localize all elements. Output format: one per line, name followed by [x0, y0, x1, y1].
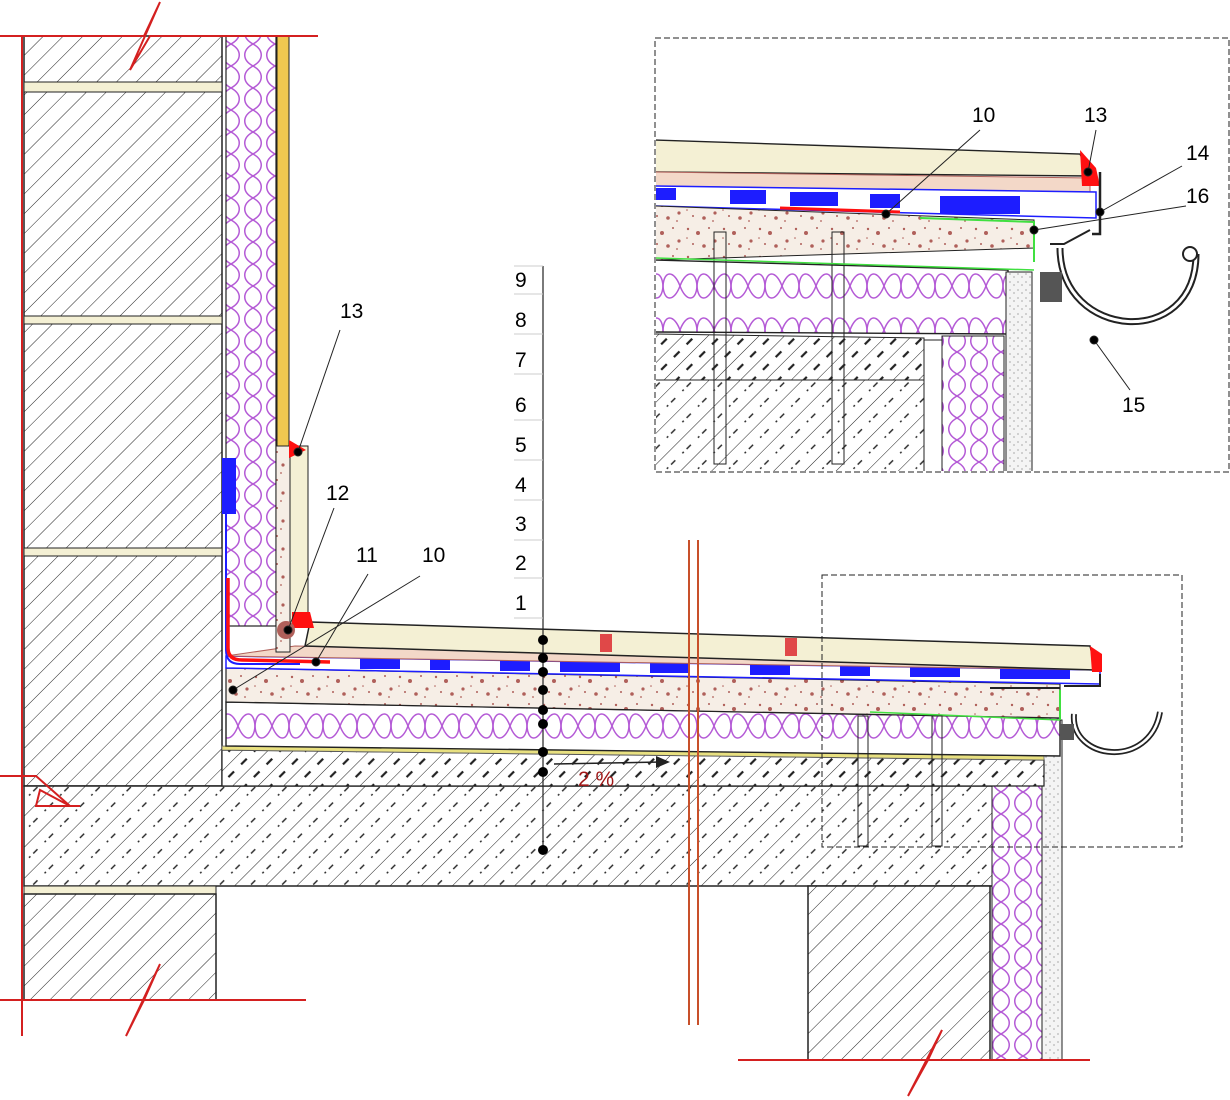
- eave-flashing: [869, 674, 1101, 721]
- layer-numbers: 9 8 7 6 5 4 3 2 1: [515, 269, 527, 615]
- inset-drip-edge: [1092, 172, 1102, 236]
- detail-callout-14: 14: [1186, 142, 1210, 165]
- layer-number-9: 9: [515, 269, 527, 292]
- layer-number-8: 8: [515, 309, 527, 332]
- main-gutter: [1060, 711, 1163, 755]
- eave-sealant: [1090, 646, 1102, 672]
- upstand-wall-layer: [289, 445, 309, 627]
- layer-number-7: 7: [515, 349, 527, 372]
- callout-13: 13: [340, 300, 363, 323]
- upstand-blue-line: [225, 458, 300, 665]
- lower-left-wall: [23, 893, 217, 1001]
- layer-number-5: 5: [515, 434, 527, 457]
- layer-dots: [538, 635, 548, 855]
- anchor-bolts: [857, 715, 943, 847]
- inset-anchor-2: [831, 231, 845, 465]
- upstand-corner-sealant: [292, 612, 314, 628]
- lower-right-wall: [807, 885, 991, 1061]
- layer-number-6: 6: [515, 394, 527, 417]
- inset-green-flashing: [919, 217, 1035, 262]
- joint-sealant: [600, 634, 612, 652]
- layer-number-4: 4: [515, 474, 527, 497]
- lower-wall-insulation: [991, 757, 1043, 1061]
- inset-render: [1005, 271, 1033, 471]
- wall-insulation: [225, 35, 277, 627]
- break-lines: [0, 1, 1090, 1097]
- slope-indicator: 2 %: [553, 756, 670, 791]
- inset-blue-segments: [656, 188, 1020, 214]
- left-masonry-wall: [23, 35, 223, 787]
- callout-10: 10: [422, 544, 445, 567]
- inset-wall-insulation: [941, 335, 1005, 471]
- detail-reference-box: [821, 574, 1183, 848]
- detail-inset: [654, 37, 1230, 473]
- detail-callout-15: 15: [1122, 394, 1145, 417]
- detail-callout-13: 13: [1084, 104, 1107, 127]
- joint-sealant: [785, 638, 797, 656]
- upstand-blue-membrane: [222, 458, 236, 514]
- layer-number-1: 1: [515, 592, 527, 615]
- callout-11: 11: [356, 544, 378, 567]
- membrane-blue-segments: [360, 658, 1070, 679]
- upstand-red-flashing: [226, 578, 331, 664]
- roof-slab: [23, 785, 1025, 897]
- inset-slab: [656, 379, 926, 471]
- layer-number-3: 3: [515, 513, 527, 536]
- callout-12: 12: [326, 482, 349, 505]
- layer-number-2: 2: [515, 552, 527, 575]
- inset-anchor-1: [713, 231, 727, 465]
- inset-gutter-hook: [1050, 229, 1091, 245]
- facade-board: [276, 35, 290, 447]
- render-layer: [1041, 719, 1063, 1061]
- detail-callout-leaders: [881, 129, 1187, 391]
- inset-screed: [656, 333, 925, 381]
- detail-callout-10: 10: [972, 104, 995, 127]
- main-callout-leaders: [228, 329, 421, 695]
- break-line-vertical: [688, 540, 699, 1025]
- slope-label: 2 %: [578, 768, 614, 791]
- detail-callout-16: 16: [1186, 185, 1209, 208]
- layer-number-dividers: [514, 293, 543, 579]
- upstand-gravel: [275, 445, 291, 653]
- inset-wall-board: [923, 339, 943, 471]
